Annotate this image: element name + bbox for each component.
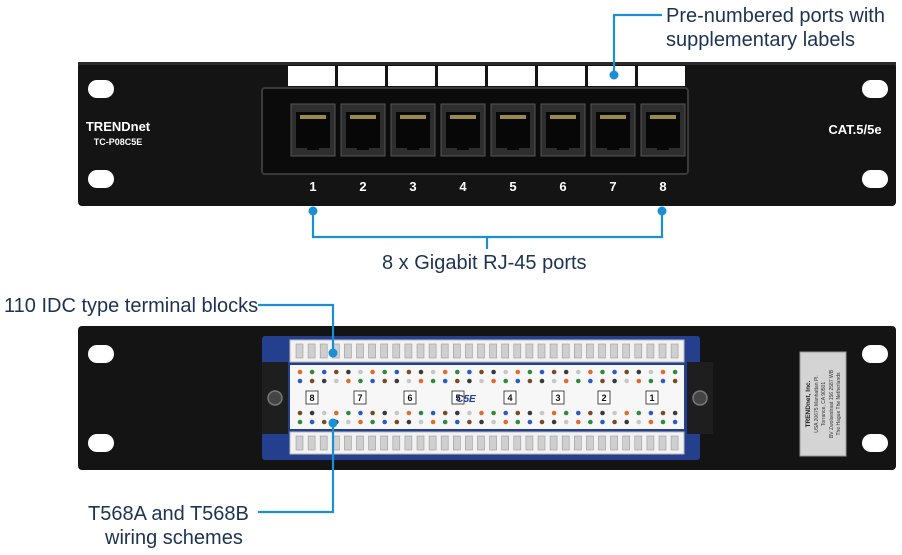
address-sticker: TRENDnet, Inc. USA 20675 Manhattan Pl. T… xyxy=(799,351,847,457)
port-number: 4 xyxy=(459,179,467,194)
ports-callout: 8 x Gigabit RJ-45 ports xyxy=(382,252,587,274)
sticker-line4: BV Zwolsestraat 156 2587 WB xyxy=(829,369,835,438)
sticker-line1: TRENDnet, Inc. xyxy=(805,380,812,427)
port1-marker-dot xyxy=(308,206,318,216)
svg-text:3: 3 xyxy=(555,393,560,403)
screw-icon xyxy=(267,390,283,406)
port8-marker-dot xyxy=(657,206,667,216)
rj45-port-icon xyxy=(340,103,386,157)
label-strip xyxy=(388,66,435,86)
wiring-leader-line xyxy=(258,425,335,514)
front-panel: 1 2 3 4 5 6 7 8 TRENDnet TC-P08C5E CAT.5/5e xyxy=(78,62,896,206)
port-number: 3 xyxy=(409,179,416,194)
wiring-marker-dot xyxy=(328,418,338,428)
block-number: 1 xyxy=(645,390,659,405)
sticker-line2: USA 20675 Manhattan Pl. xyxy=(814,375,820,433)
rj45-port-icon xyxy=(590,103,636,157)
rj45-port-icon xyxy=(290,103,336,157)
callout-lines xyxy=(258,13,664,514)
idc-callout: 110 IDC type terminal blocks xyxy=(4,295,259,317)
block-number: 3 xyxy=(551,390,565,405)
idc-leader-line xyxy=(258,303,335,350)
svg-text:1: 1 xyxy=(649,393,654,403)
sticker-line5: The Hague The Netherlands xyxy=(836,372,842,436)
block-number: 4 xyxy=(503,390,517,405)
svg-text:4: 4 xyxy=(507,393,512,403)
callout-dots xyxy=(308,70,667,428)
port-number: 1 xyxy=(309,179,316,194)
mount-slot-icon xyxy=(88,170,114,188)
label-strip xyxy=(488,66,535,86)
block-number: 7 xyxy=(353,390,367,405)
label-strip xyxy=(338,66,385,86)
port-number: 6 xyxy=(559,179,566,194)
labels-callout-line2: supplementary labels xyxy=(666,29,855,51)
label-strip xyxy=(438,66,485,86)
wire-color-dots xyxy=(297,369,678,425)
labels-leader-line xyxy=(612,13,662,74)
mount-slot-icon xyxy=(862,345,888,363)
model-number: TC-P08C5E xyxy=(94,137,143,147)
svg-text:7: 7 xyxy=(357,393,362,403)
wiring-area xyxy=(290,365,684,429)
block-number: 5 xyxy=(451,390,465,405)
idc-block-bottom xyxy=(289,431,685,455)
mount-slot-icon xyxy=(88,434,114,452)
rj45-port-icon xyxy=(490,103,536,157)
back-panel: 8 7 6 5 4 3 2 1 C5E TRENDnet, Inc. USA 20675 Ma… xyxy=(78,326,896,470)
c5e-logo: C5E xyxy=(456,394,476,405)
label-strip xyxy=(638,66,685,86)
labels-marker-dot xyxy=(609,70,619,80)
svg-text:6: 6 xyxy=(407,393,412,403)
screw-icon xyxy=(692,390,708,406)
block-number: 2 xyxy=(597,390,611,405)
port-number: 2 xyxy=(359,179,366,194)
idc-teeth xyxy=(295,343,679,451)
port-numbers: 1 2 3 4 5 6 7 8 xyxy=(309,179,666,194)
mount-slot-icon xyxy=(862,80,888,98)
port-jacks xyxy=(290,103,686,157)
port-number: 5 xyxy=(509,179,516,194)
wiring-callout-line1: T568A and T568B xyxy=(88,503,249,525)
svg-text:2: 2 xyxy=(601,393,606,403)
mount-slot-icon xyxy=(88,345,114,363)
block-numbers: 8 7 6 5 4 3 2 1 xyxy=(305,390,659,405)
rj45-port-icon xyxy=(440,103,486,157)
label-strip xyxy=(538,66,585,86)
idc-block-top xyxy=(289,339,685,363)
labels-callout-line1: Pre-numbered ports with xyxy=(666,5,885,27)
svg-text:8: 8 xyxy=(309,393,314,403)
svg-text:5: 5 xyxy=(455,393,460,403)
mount-slot-icon xyxy=(862,170,888,188)
block-number: 6 xyxy=(403,390,417,405)
rj45-port-icon xyxy=(640,103,686,157)
block-number: 8 xyxy=(305,390,319,405)
sticker-line3: Torrance, CA 90501 xyxy=(821,382,827,426)
port-number: 8 xyxy=(659,179,666,194)
mount-slot-icon xyxy=(862,434,888,452)
rj45-port-icon xyxy=(540,103,586,157)
label-strip xyxy=(288,66,335,86)
mount-slot-icon xyxy=(88,80,114,98)
idc-marker-dot xyxy=(328,348,338,358)
port-number: 7 xyxy=(609,179,616,194)
category-label: CAT.5/5e xyxy=(828,122,881,137)
wiring-callout-line2: wiring schemes xyxy=(105,527,243,549)
brand-logo: TRENDnet xyxy=(86,119,151,134)
ports-bracket-line xyxy=(311,211,664,239)
rj45-port-icon xyxy=(390,103,436,157)
